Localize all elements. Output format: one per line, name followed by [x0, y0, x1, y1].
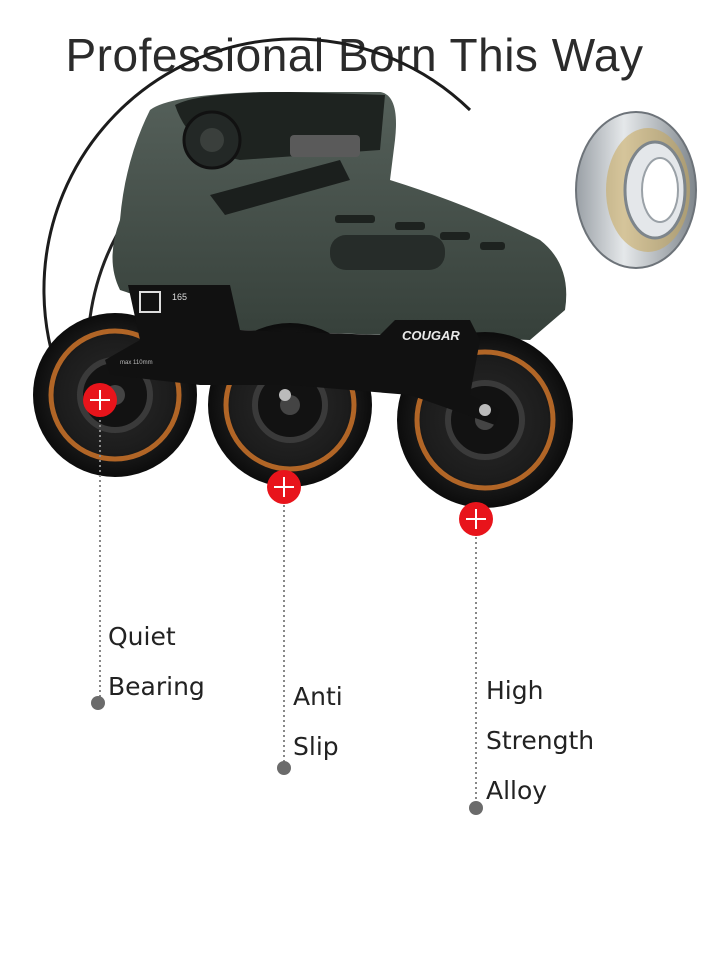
callout-dot — [277, 761, 291, 775]
callout-line-2: Strength — [486, 726, 595, 755]
skate-frame: 165 COUGAR max 110mm — [105, 285, 500, 425]
callout-line-2: Slip — [293, 732, 339, 761]
callout-line-3: Alloy — [486, 776, 548, 805]
skate-boot — [112, 92, 567, 340]
callout-dot — [91, 696, 105, 710]
callout-line-1: Quiet — [108, 622, 176, 651]
plus-marker-icon — [83, 383, 117, 417]
callout-quiet-bearing: Quiet Bearing — [108, 612, 205, 712]
callout-high-strength-alloy: High Strength Alloy — [486, 666, 594, 816]
bearing-icon — [575, 111, 697, 269]
callout-line-1: High — [486, 676, 544, 705]
frame-brand-text: COUGAR — [402, 328, 460, 343]
plus-marker-icon — [267, 470, 301, 504]
frame-wheel-text: max 110mm — [120, 360, 153, 366]
callout-anti-slip: Anti Slip — [293, 672, 343, 772]
callout-dot — [469, 801, 483, 815]
callout-line-2: Bearing — [108, 672, 205, 701]
plus-marker-icon — [459, 502, 493, 536]
page-title: Professional Born This Way — [65, 29, 644, 81]
frame-size-text: 165 — [172, 292, 187, 302]
callout-line-1: Anti — [293, 682, 343, 711]
